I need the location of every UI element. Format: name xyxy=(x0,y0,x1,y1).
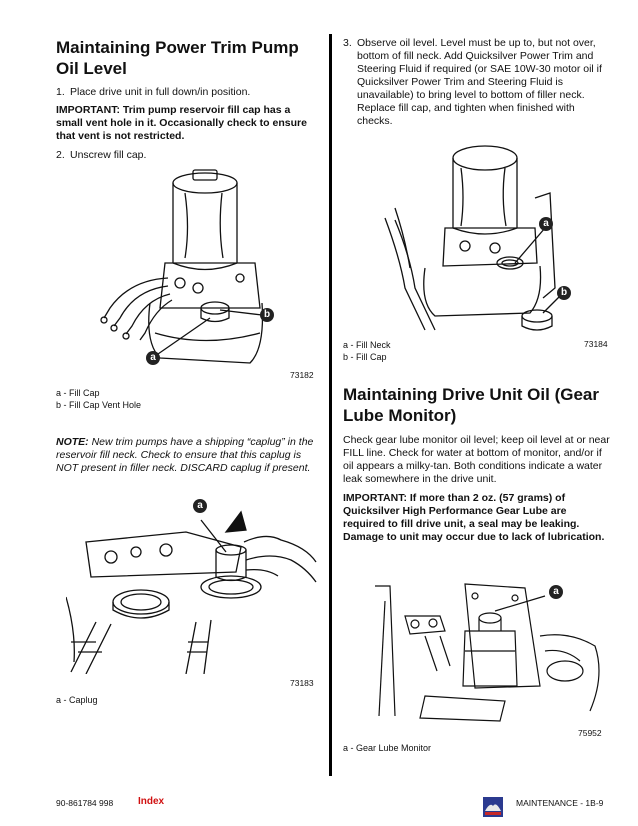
figure-caption-b: b - Fill Cap Vent Hole xyxy=(56,400,142,410)
body-gear-lube: Check gear lube monitor oil level; keep … xyxy=(343,434,610,485)
step-3: 3. Observe oil level. Level must be up t… xyxy=(343,37,611,128)
index-link[interactable]: Index xyxy=(138,796,165,807)
step-text: Observe oil level. Level must be up to, … xyxy=(357,37,602,127)
step-text: Place drive unit in full down/in positio… xyxy=(70,86,251,98)
figure-fill-neck xyxy=(384,145,561,331)
important-note-gear-lube: IMPORTANT: If more than 2 oz. (57 grams)… xyxy=(343,492,605,543)
figure-id: 73182 xyxy=(290,370,314,380)
step-text: Unscrew fill cap. xyxy=(70,149,147,161)
figure-id: 73184 xyxy=(584,339,608,349)
figure-caption-b: b - Fill Cap xyxy=(343,352,387,362)
note-label: NOTE: xyxy=(56,436,89,448)
callout-a: a xyxy=(146,351,160,365)
step-number: 1. xyxy=(56,86,65,98)
section-heading-drive-unit-oil: Maintaining Drive Unit Oil (Gear Lube Mo… xyxy=(343,385,599,425)
figure-id: 75952 xyxy=(578,728,602,738)
figure-caption-a: a - Fill Cap xyxy=(56,388,100,398)
figure-caption-a: a - Fill Neck xyxy=(343,340,391,350)
manual-logo-icon xyxy=(483,797,503,817)
important-note-vent: IMPORTANT: Trim pump reservoir fill cap … xyxy=(56,104,307,142)
figure-caption-a: a - Caplug xyxy=(56,695,98,705)
step-number: 2. xyxy=(56,149,65,161)
section-heading-power-trim: Maintaining Power Trim Pump Oil Level xyxy=(56,38,299,78)
column-divider xyxy=(329,34,332,776)
step-2: 2. Unscrew fill cap. xyxy=(56,149,318,162)
note-caplug: NOTE: New trim pumps have a shipping “ca… xyxy=(56,436,318,475)
callout-b: b xyxy=(260,308,274,322)
callout-a: a xyxy=(193,499,207,513)
step-1: 1. Place drive unit in full down/in posi… xyxy=(56,86,318,99)
figure-caption-a: a - Gear Lube Monitor xyxy=(343,743,432,753)
callout-b: b xyxy=(557,286,571,300)
figure-id: 73183 xyxy=(290,678,314,688)
footer-doc-number: 90-861784 998 xyxy=(56,798,114,808)
footer-section: MAINTENANCE - 1B-9 xyxy=(516,798,604,808)
figure-gear-lube-monitor xyxy=(375,583,600,722)
callout-a: a xyxy=(549,585,563,599)
figure-caplug-removal xyxy=(66,510,317,674)
callout-a: a xyxy=(539,217,553,231)
figure-trim-pump-fill-cap xyxy=(100,169,264,364)
step-number: 3. xyxy=(343,37,352,49)
note-text: New trim pumps have a shipping “caplug” … xyxy=(56,436,314,474)
